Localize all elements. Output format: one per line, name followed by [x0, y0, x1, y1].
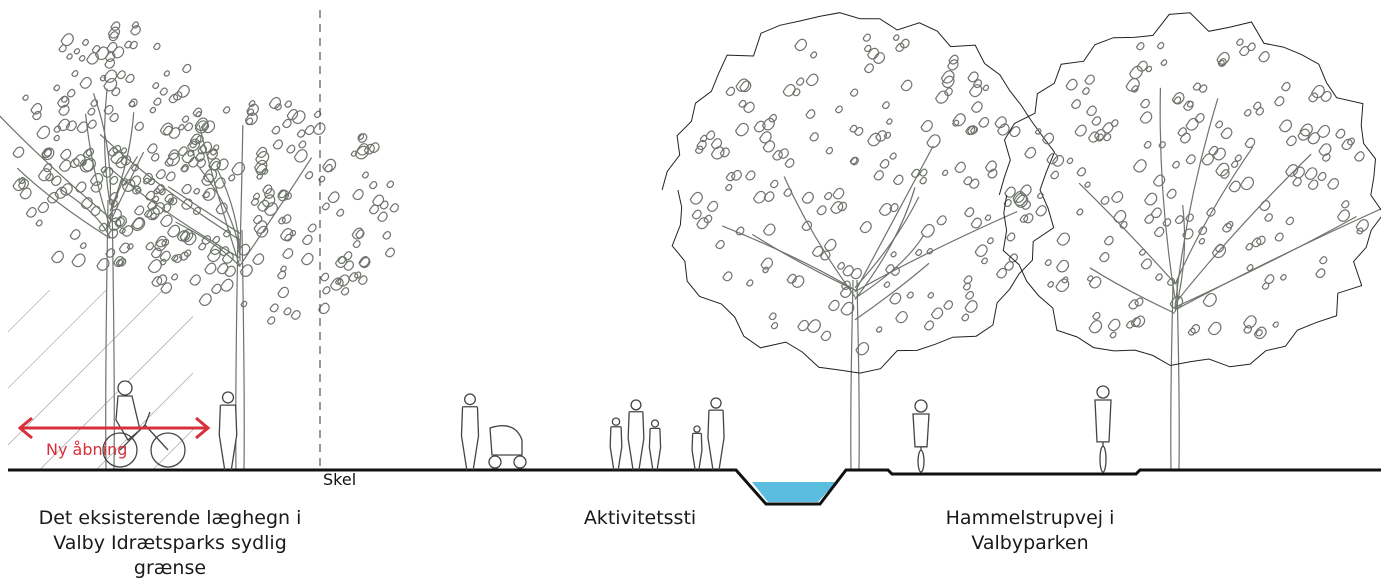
cyclist-icon — [912, 399, 930, 473]
road-caption: Hammelstrupvej i Valbyparken — [920, 506, 1140, 556]
pedestrian-icon — [627, 399, 645, 471]
new-opening-label: Ny åbning — [46, 440, 128, 459]
section-diagram — [0, 10, 1381, 506]
property-line-label: Skel — [323, 470, 357, 489]
pedestrian-icon — [609, 417, 623, 471]
people-group — [102, 380, 1112, 473]
water-channel-icon — [752, 482, 836, 502]
double-arrow-icon — [17, 416, 211, 440]
activity-path-caption-line: Aktivitetssti — [583, 507, 697, 529]
cyclist-icon — [1094, 385, 1112, 473]
pedestrian-icon — [691, 425, 703, 471]
road-caption-line1: Hammelstrupvej i — [945, 507, 1115, 529]
activity-path-caption: Aktivitetssti — [540, 506, 740, 531]
pedestrian-icon — [648, 419, 662, 471]
tree-icon — [99, 96, 399, 471]
pedestrian-icon — [218, 391, 238, 471]
road-caption-line2: Valbyparken — [971, 532, 1089, 554]
pedestrian-icon — [460, 393, 480, 471]
hedge-caption-line1: Det eksisterende læghegn i — [38, 507, 302, 529]
stroller-icon — [488, 425, 527, 469]
hedge-caption-line2: Valby Idrætsparks sydlig grænse — [53, 532, 287, 579]
tree-icon — [661, 12, 1056, 471]
pedestrian-icon — [707, 397, 725, 471]
tree-icon — [998, 12, 1381, 471]
hedge-hatch-area — [8, 290, 193, 470]
hedge-caption: Det eksisterende læghegn i Valby Idrætsp… — [20, 506, 320, 581]
ground-line — [8, 468, 1381, 506]
tree-icon — [0, 21, 218, 471]
